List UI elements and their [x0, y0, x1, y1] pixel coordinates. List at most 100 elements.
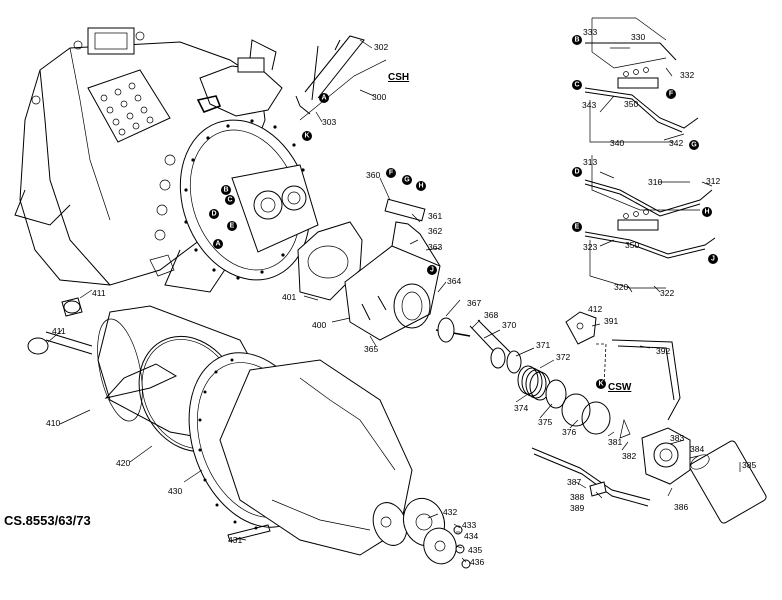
part-303: 303 — [322, 117, 336, 127]
part-412: 412 — [588, 304, 602, 314]
badge-d-body: D — [209, 209, 219, 219]
part-360: 360 — [366, 170, 380, 180]
part-320: 320 — [614, 282, 628, 292]
part-333: 333 — [583, 27, 597, 37]
part-391: 391 — [604, 316, 618, 326]
badge-j-housing-text: J — [430, 267, 434, 274]
part-361: 361 — [428, 211, 442, 221]
compressor-body — [14, 27, 319, 293]
part-410: 410 — [46, 418, 60, 428]
part-302: 302 — [374, 42, 388, 52]
badge-b-csw: B — [572, 35, 582, 45]
csw-pipe-kit-top — [584, 17, 699, 143]
leader-lines — [47, 39, 741, 563]
part-383: 383 — [670, 433, 684, 443]
badge-c-csw-text: C — [574, 82, 579, 89]
bracket-391 — [565, 311, 597, 345]
badge-c-body-text: C — [227, 197, 232, 204]
part-381: 381 — [608, 437, 622, 447]
part-375: 375 — [538, 417, 552, 427]
part-342: 342 — [669, 138, 683, 148]
part-300: 300 — [372, 92, 386, 102]
badge-a-body: A — [213, 239, 223, 249]
part-numbers: 302 300 303 333 330 332 343 350 340 342 … — [46, 27, 756, 567]
part-350-upper: 350 — [624, 99, 638, 109]
part-384: 384 — [690, 444, 704, 454]
part-401: 401 — [282, 292, 296, 302]
part-374: 374 — [514, 403, 528, 413]
group-csw-label: CSW — [608, 382, 632, 393]
badge-b-body-text: B — [223, 187, 228, 194]
badge-f-bracket: F — [386, 168, 396, 178]
group-csh-label: CSH — [388, 72, 409, 83]
part-392: 392 — [656, 346, 670, 356]
part-350-lower: 350 — [625, 240, 639, 250]
part-364: 364 — [447, 276, 461, 286]
badge-e-csw: E — [572, 222, 582, 232]
badge-f-bracket-text: F — [389, 170, 394, 177]
badge-k-csw-text: K — [598, 381, 603, 388]
badge-h-csw: H — [702, 207, 712, 217]
part-313: 313 — [583, 157, 597, 167]
part-367: 367 — [467, 298, 481, 308]
part-432: 432 — [443, 507, 457, 517]
badge-c-csw: C — [572, 80, 582, 90]
part-433: 433 — [462, 520, 476, 530]
part-388: 388 — [570, 492, 584, 502]
part-340: 340 — [610, 138, 624, 148]
part-365: 365 — [364, 344, 378, 354]
csh-line — [295, 35, 387, 121]
badge-j-csw-text: J — [711, 256, 715, 263]
badge-d-csw-text: D — [574, 169, 579, 176]
gasket-401 — [297, 221, 363, 301]
part-430: 430 — [168, 486, 182, 496]
shaft-seal-stack — [435, 317, 631, 439]
part-376: 376 — [562, 427, 576, 437]
part-310: 310 — [648, 177, 662, 187]
badge-a-body-text: A — [215, 241, 220, 248]
part-323: 323 — [583, 242, 597, 252]
bearing-housing-400 — [344, 198, 441, 341]
part-431: 431 — [228, 535, 242, 545]
badge-a-upper: A — [319, 93, 329, 103]
badge-d-csw: D — [572, 167, 582, 177]
part-400: 400 — [312, 320, 326, 330]
part-435: 435 — [468, 545, 482, 555]
part-411-lower: 411 — [52, 326, 66, 336]
part-363: 363 — [428, 242, 442, 252]
part-330: 330 — [631, 32, 645, 42]
part-362: 362 — [428, 226, 442, 236]
part-332: 332 — [680, 70, 694, 80]
part-372: 372 — [556, 352, 570, 362]
letter-badges: A K B C D E A F G H J B F C G D H E J K — [209, 35, 718, 389]
badge-k-upper-text: K — [304, 133, 309, 140]
badge-j-csw: J — [708, 254, 718, 264]
part-389: 389 — [570, 503, 584, 513]
badge-a-upper-text: A — [321, 95, 326, 102]
csw-pipe-kit-bottom — [584, 155, 716, 289]
badge-f-csw-text: F — [669, 91, 674, 98]
badge-d-body-text: D — [211, 211, 216, 218]
badge-h-bracket-text: H — [418, 183, 423, 190]
badge-g-csw: G — [689, 140, 699, 150]
part-382: 382 — [622, 451, 636, 461]
part-411-upper: 411 — [92, 288, 106, 298]
badge-k-upper: K — [302, 131, 312, 141]
badge-h-csw-text: H — [704, 209, 709, 216]
badge-e-body-text: E — [230, 223, 235, 230]
part-436: 436 — [470, 557, 484, 567]
badge-e-csw-text: E — [575, 224, 580, 231]
badge-g-bracket: G — [402, 175, 412, 185]
badge-g-csw-text: G — [691, 142, 697, 149]
badge-c-body: C — [225, 195, 235, 205]
badge-j-housing: J — [427, 265, 437, 275]
part-387: 387 — [567, 477, 581, 487]
part-343: 343 — [582, 100, 596, 110]
badge-h-bracket: H — [416, 181, 426, 191]
part-312: 312 — [706, 176, 720, 186]
part-386: 386 — [674, 502, 688, 512]
badge-f-csw: F — [666, 89, 676, 99]
diagram-title: CS.8553/63/73 — [4, 513, 91, 528]
part-385: 385 — [742, 460, 756, 470]
